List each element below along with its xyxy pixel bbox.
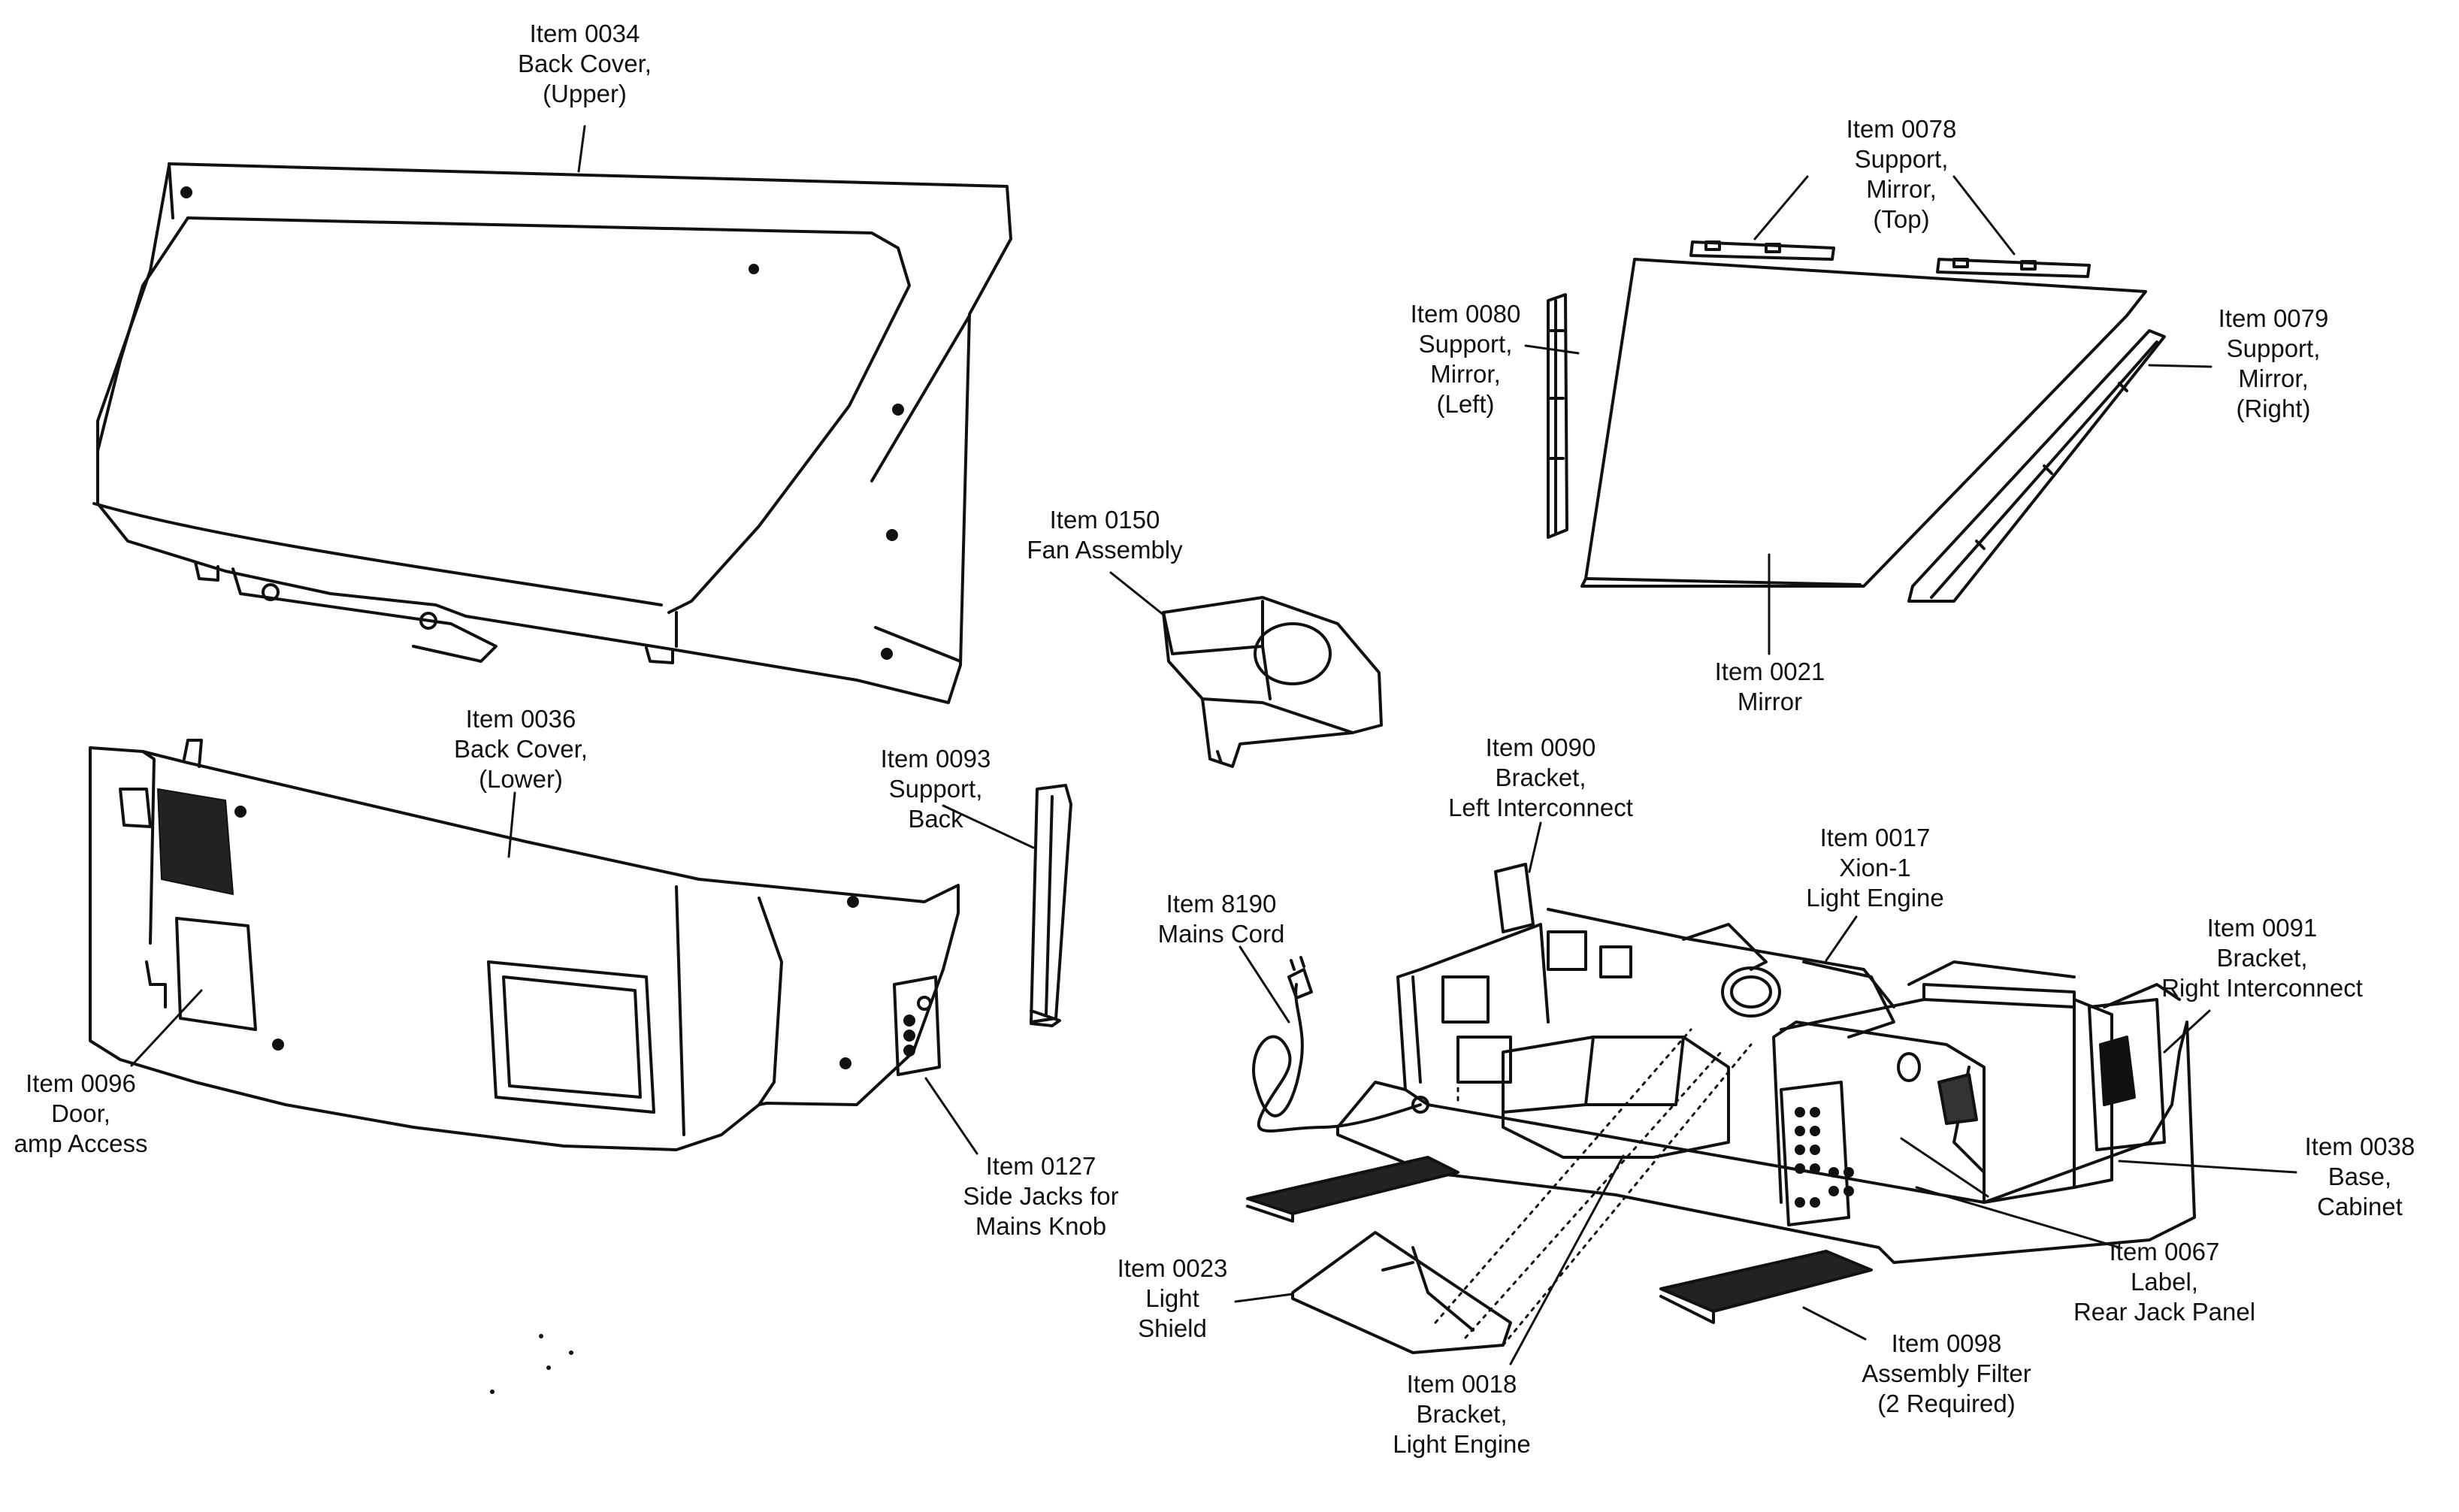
callout-item-0080: Item 0080 Support, Mirror, (Left) [1410,300,1521,418]
callout-item-0034: Item 0034 Back Cover, (Upper) [518,20,652,107]
callout-item-0096: Item 0096 Door, amp Access [14,1069,148,1157]
callout-item-0079: Item 0079 Support, Mirror, (Right) [2218,304,2329,422]
support-back-part [1030,784,1072,1027]
mirror-part [1580,258,2147,588]
mirror-support-left [1547,293,1568,539]
callout-item-0038: Item 0038 Base, Cabinet [2304,1132,2415,1220]
callout-item-0150: Item 0150 Fan Assembly [1027,506,1183,564]
callout-item-0090: Item 0090 Bracket, Left Interconnect [1448,733,1633,821]
callout-item-0067: Item 0067 Label, Rear Jack Panel [2073,1238,2256,1326]
callout-item-0023: Item 0023 Light Shield [1117,1254,1228,1342]
callout-item-0021: Item 0021 Mirror [1714,658,1825,715]
callout-item-0127: Item 0127 Side Jacks for Mains Knob [963,1152,1119,1240]
back-cover-upper-part [92,162,1012,704]
callout-item-8190: Item 8190 Mains Cord [1157,890,1285,948]
callout-item-0017: Item 0017 Xion-1 Light Engine [1806,824,1944,912]
back-cover-lower-part [89,739,960,1151]
callout-item-0091: Item 0091 Bracket, Right Interconnect [2161,914,2363,1002]
assembly-filter-left [1246,1156,1459,1223]
mirror-support-top-left [1689,240,1835,261]
leader-lines [130,125,2297,1365]
light-shield-part [1291,1231,1512,1354]
callout-item-0093: Item 0093 Support, Back [880,745,991,833]
mirror-support-right [1907,329,2166,603]
callout-item-0018: Item 0018 Bracket, Light Engine [1393,1370,1531,1458]
callout-item-0036: Item 0036 Back Cover, (Lower) [454,705,588,793]
callout-item-0098: Item 0098 Assembly Filter (2 Required) [1862,1329,2031,1417]
mirror-support-top-right [1936,258,2091,278]
base-cabinet-part [1252,863,2196,1347]
assembly-filter-right [1659,1250,1873,1324]
callout-item-0078: Item 0078 Support, Mirror, (Top) [1846,115,1957,233]
fan-assembly-part [1162,596,1383,768]
